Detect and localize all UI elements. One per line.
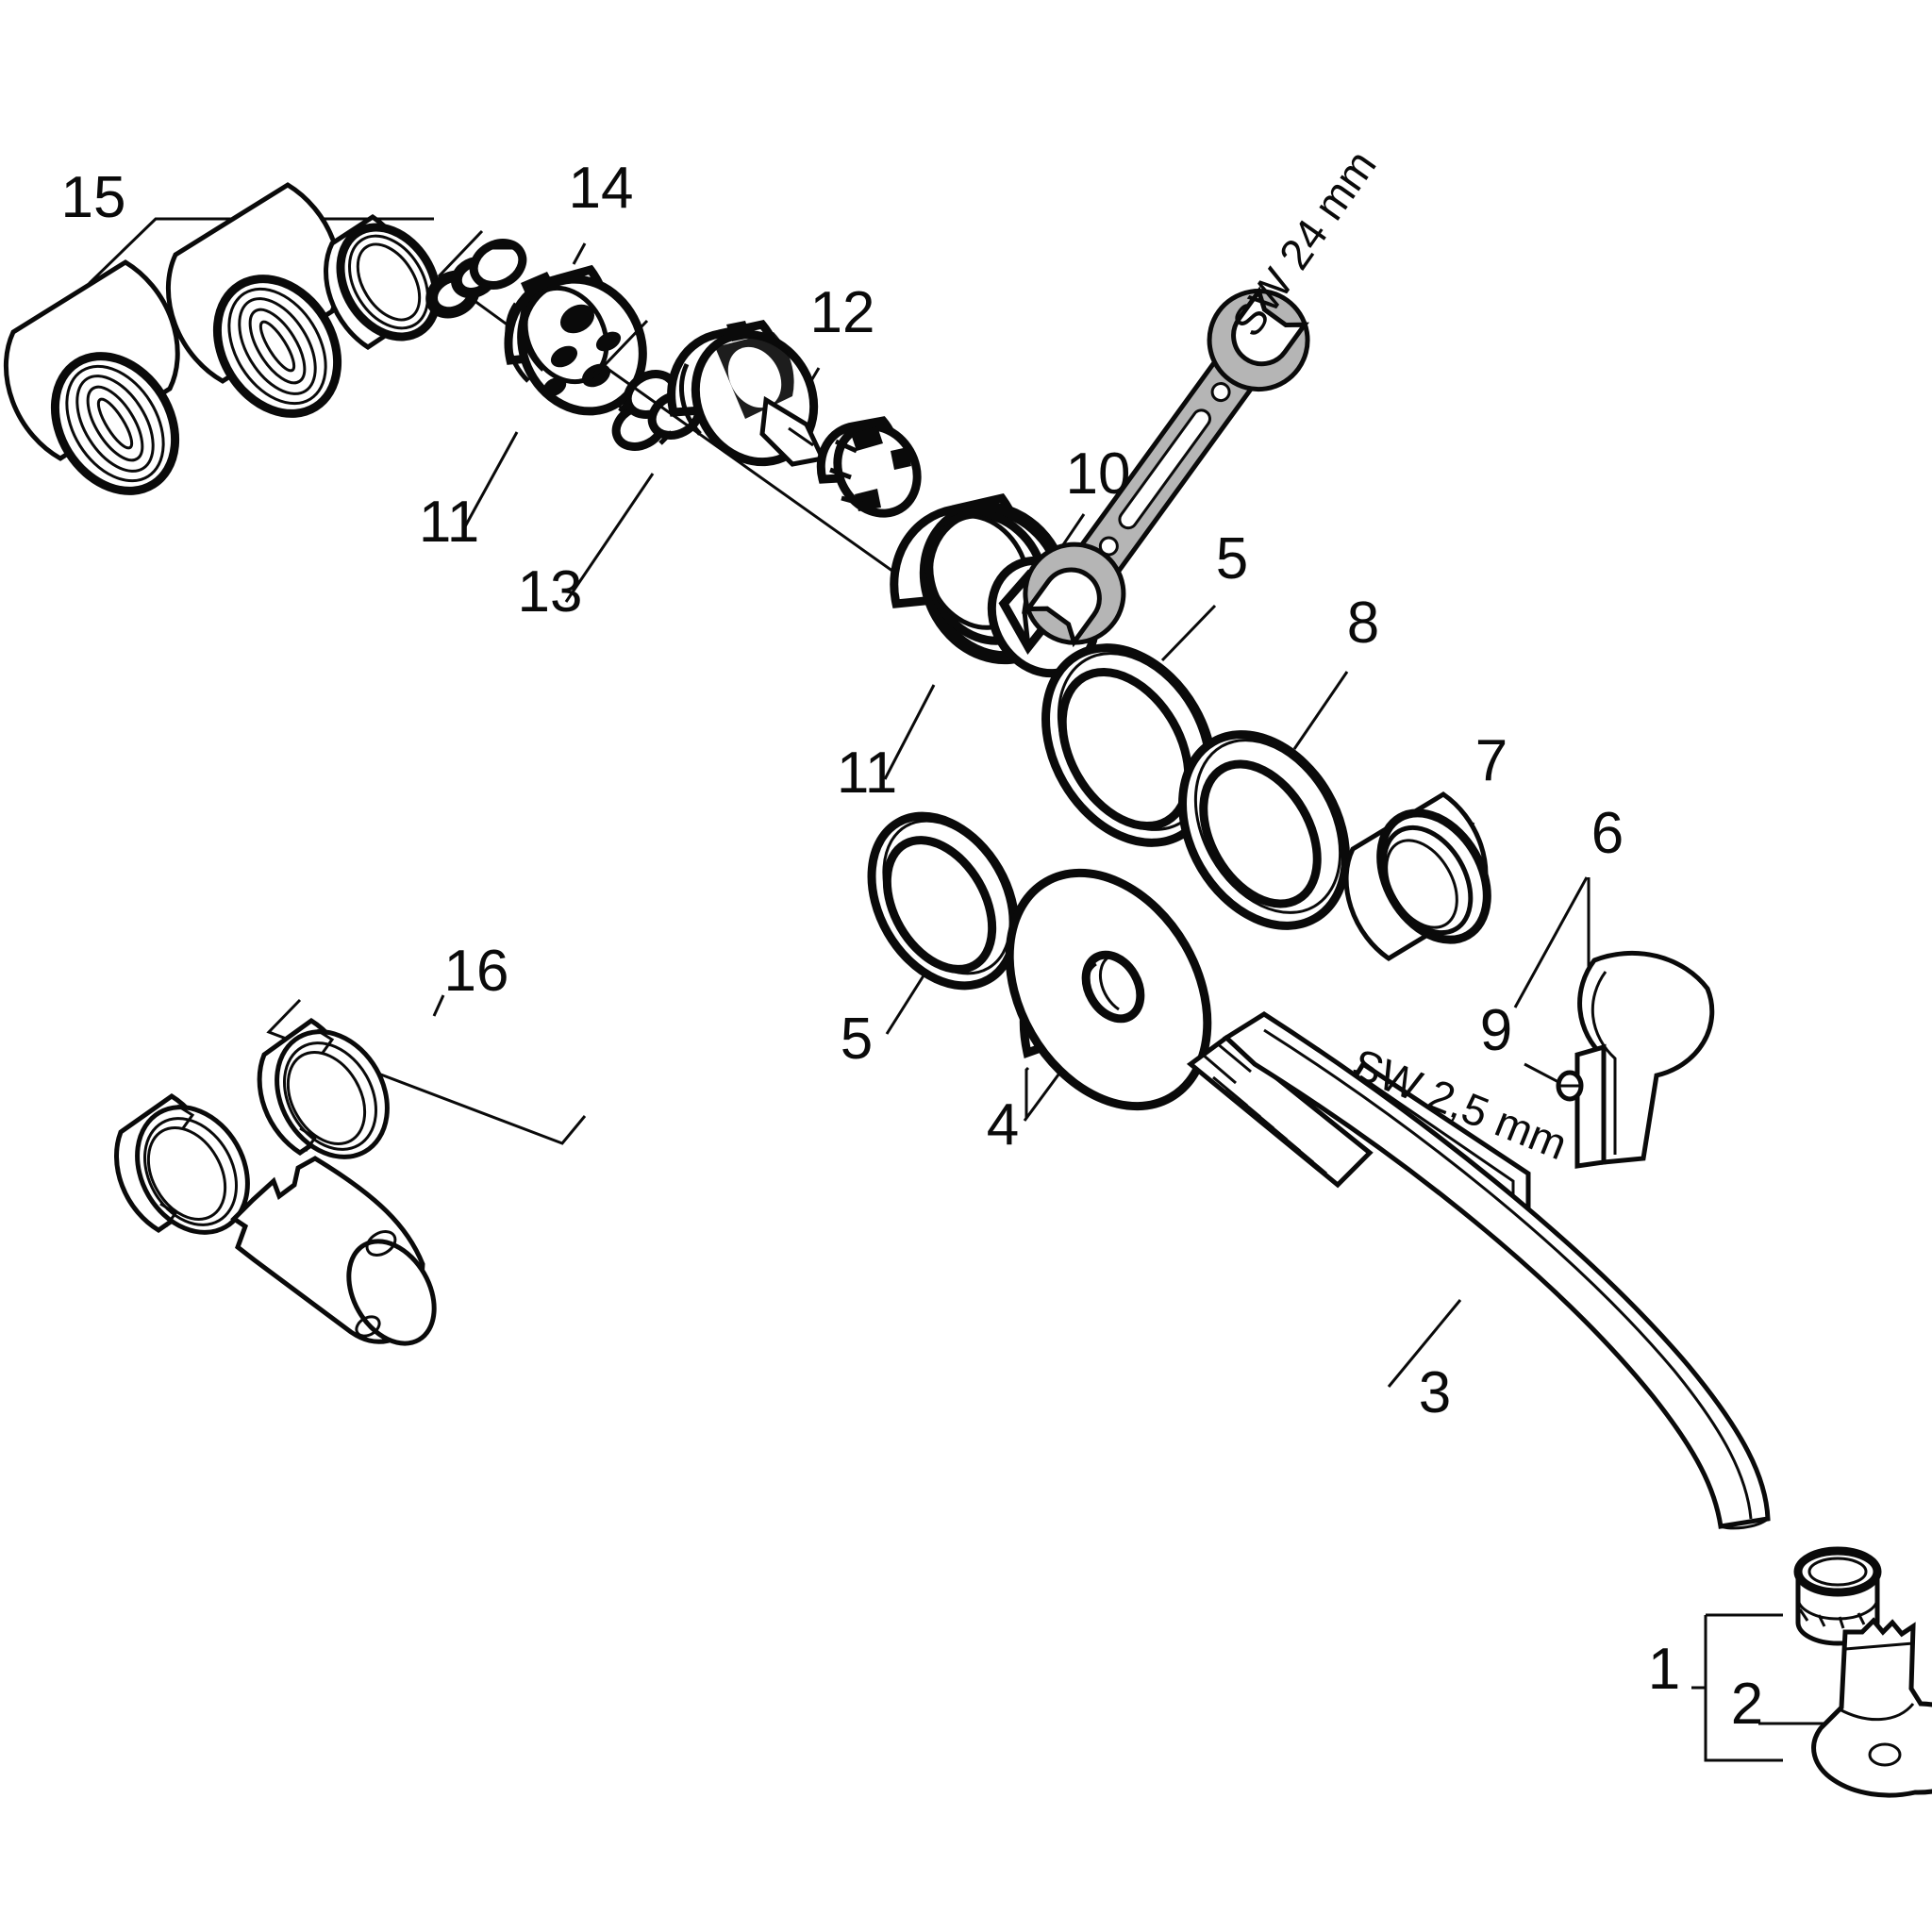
part-8-handle-sleeve — [1343, 791, 1491, 961]
bracket-16 — [266, 998, 587, 1145]
part-15-connection-sleeves — [3, 182, 441, 495]
wrench-head-top — [1207, 286, 1310, 392]
callout-label-11-lower: 11 — [837, 741, 897, 806]
extension-nut-10 — [890, 492, 1100, 678]
part-7-grub-screw — [1524, 1062, 1584, 1102]
part-9-cover-ring — [1178, 671, 1350, 930]
valve-disc-14 — [504, 264, 647, 416]
callout-label-3: 3 — [1419, 1360, 1451, 1425]
sleeve-15-front — [3, 259, 180, 495]
wrench-size-label: SW 24 mm — [1223, 142, 1386, 345]
leader-13 — [564, 473, 655, 603]
thread-lines-front — [65, 364, 165, 483]
callout-label-7: 9 — [1480, 998, 1512, 1063]
part-12-cartridge-unit — [601, 319, 1100, 678]
leader-5-upper — [1160, 604, 1217, 662]
part-16-extension-set — [114, 994, 587, 1346]
extension-sleeve-rear — [257, 1017, 390, 1159]
part-5-sealing-ring-upper — [1041, 604, 1217, 847]
callout-label-2: 2 — [1731, 1672, 1763, 1737]
thread-lines-rear — [227, 287, 327, 406]
aerator-key-2 — [1758, 1617, 1932, 1798]
part-13-gasket-set — [564, 370, 704, 603]
callout-label-6: 6 — [1591, 801, 1624, 866]
leader-4 — [1024, 1066, 1030, 1119]
callout-label-5-lower: 5 — [841, 1007, 873, 1072]
cartridge-12 — [667, 320, 826, 467]
handle-stem — [1574, 1043, 1607, 1169]
retaining-ring-15 — [324, 214, 441, 350]
callout-label-1: 1 — [1648, 1637, 1680, 1702]
leader-6-b — [1513, 876, 1589, 1008]
gasket-cluster-13 — [611, 370, 704, 451]
sleeve-15-rear — [165, 182, 342, 418]
leader-9 — [1292, 671, 1349, 750]
callout-label-15: 15 — [61, 165, 126, 230]
part-5-sealing-ring-lower — [867, 811, 1020, 1035]
tool-open-end-wrench: SW 24 mm — [1023, 142, 1386, 648]
leader-14 — [572, 242, 587, 265]
callout-label-8: 7 — [1475, 728, 1507, 793]
leader-3 — [1387, 1299, 1462, 1388]
part-1-aerator-assembly — [1691, 1546, 1932, 1798]
callout-label-11-upper: 11 — [419, 490, 479, 555]
callout-label-10: 10 — [1066, 441, 1131, 507]
extension-insert-tube — [230, 1156, 437, 1346]
callout-label-4: 4 — [987, 1092, 1019, 1158]
spout-thread — [1186, 1032, 1374, 1189]
callout-label-14: 14 — [569, 156, 634, 221]
callout-label-13: 13 — [518, 559, 583, 625]
callout-label-5-upper: 5 — [1216, 526, 1248, 591]
aerator-cap — [1793, 1546, 1882, 1646]
wrench-head-bottom — [1023, 541, 1126, 648]
callout-label-16: 16 — [444, 939, 509, 1004]
leader-7 — [1524, 1062, 1561, 1085]
leader-11-lower — [883, 684, 936, 780]
part-6-lever-handle — [1513, 876, 1715, 1169]
part-3-spout — [1186, 1011, 1771, 1530]
clip-ring-12 — [816, 416, 922, 518]
callout-label-12: 12 — [810, 280, 875, 345]
oring-pair-14 — [425, 239, 527, 319]
extension-sleeve-front — [114, 1093, 250, 1235]
leader-16 — [432, 994, 445, 1017]
callout-label-9: 8 — [1347, 591, 1379, 656]
bracket-1 — [1704, 1615, 1783, 1762]
part-4-escutcheon-plate — [1005, 868, 1212, 1122]
leader-11-upper — [462, 431, 519, 529]
